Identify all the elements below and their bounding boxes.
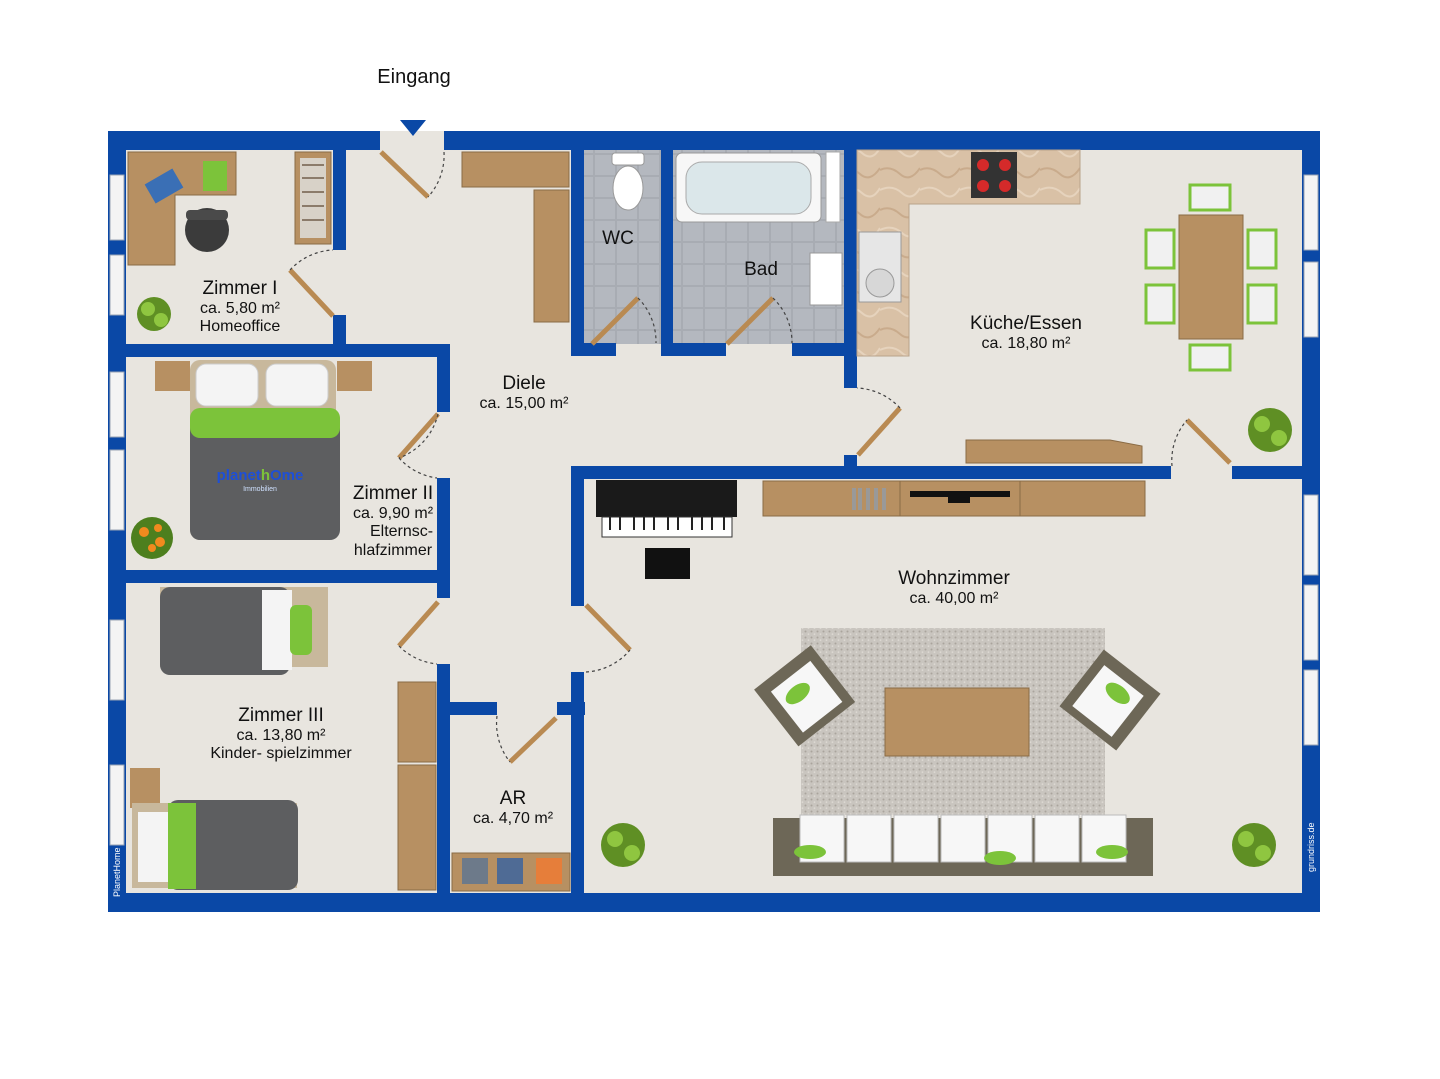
storage-shelf xyxy=(451,852,571,892)
room-label-zimmer1: Zimmer I ca. 5,80 m² Homeoffice xyxy=(200,278,281,337)
armchair-right xyxy=(1059,649,1161,751)
room-name: WC xyxy=(602,228,634,249)
room-label-wc: WC xyxy=(602,228,634,250)
wardrobe-z3 xyxy=(397,681,437,891)
kitchen-counter xyxy=(856,149,1081,357)
piano xyxy=(596,480,737,579)
room-area: ca. 40,00 m² xyxy=(909,589,999,607)
washbasin xyxy=(809,252,843,306)
double-bed xyxy=(155,360,372,540)
coffee-table xyxy=(884,687,1030,757)
bathtub xyxy=(675,151,841,223)
room-area: ca. 4,70 m² xyxy=(472,809,554,827)
plants xyxy=(131,297,1292,867)
room-name: Bad xyxy=(744,259,778,280)
entrance-arrow xyxy=(400,120,426,136)
door-swings xyxy=(289,151,1188,763)
sideboard xyxy=(965,439,1143,464)
room-label-wohnzimmer: Wohnzimmer ca. 40,00 m² xyxy=(898,568,1010,608)
room-desc: Elternsc- xyxy=(369,523,434,541)
room-label-bad: Bad xyxy=(744,259,778,281)
room-label-diele: Diele ca. 15,00 m² xyxy=(480,373,569,413)
logo-part1: planet xyxy=(216,467,261,484)
room-area: ca. 18,80 m² xyxy=(981,334,1071,352)
logo-part3: Ome xyxy=(270,467,304,484)
room-name: Diele xyxy=(502,373,546,394)
armchair-left xyxy=(754,645,856,747)
room-area: ca. 5,80 m² xyxy=(199,299,281,317)
entrance-opening xyxy=(380,131,444,150)
logo-sub: Immobilien xyxy=(243,486,277,493)
planethome-logo: planethOme Immobilien xyxy=(217,468,304,493)
room-name: Zimmer II xyxy=(352,483,434,504)
room-label-ar: AR ca. 4,70 m² xyxy=(473,788,553,828)
tv-cabinet xyxy=(762,480,1146,517)
room-name: Zimmer I xyxy=(202,278,278,299)
room-area: ca. 15,00 m² xyxy=(479,394,569,412)
watermark-left: PlanetHome xyxy=(112,847,122,897)
room-area: ca. 13,80 m² xyxy=(236,726,326,744)
room-desc: hlafzimmer xyxy=(353,541,433,559)
bookshelf xyxy=(294,151,332,245)
windows xyxy=(109,174,1319,846)
office-desk xyxy=(127,151,237,266)
room-area: ca. 9,90 m² xyxy=(352,504,434,522)
room-name: Wohnzimmer xyxy=(898,568,1010,589)
logo-part2: h xyxy=(260,467,270,484)
watermark-right: grundriss.de xyxy=(1306,822,1316,872)
single-bed-top xyxy=(160,587,328,675)
room-name: Küche/Essen xyxy=(970,313,1082,334)
single-bed-bottom xyxy=(130,768,298,890)
room-label-zimmer2: Zimmer II ca. 9,90 m² Elternsc- hlafzimm… xyxy=(353,483,433,560)
doors xyxy=(288,150,1232,764)
room-desc: Kinder- spielzimmer xyxy=(210,745,352,763)
room-name: AR xyxy=(499,788,527,809)
room-desc: Homeoffice xyxy=(199,318,281,336)
room-label-zimmer3: Zimmer III ca. 13,80 m² Kinder- spielzim… xyxy=(210,705,351,764)
dining-table xyxy=(1144,183,1278,372)
toilet xyxy=(611,152,645,211)
hall-cabinet xyxy=(461,151,570,323)
entrance-label: Eingang xyxy=(377,66,451,88)
room-label-kueche: Küche/Essen ca. 18,80 m² xyxy=(970,313,1082,353)
sofa xyxy=(773,814,1153,876)
room-name: Zimmer III xyxy=(238,705,324,726)
